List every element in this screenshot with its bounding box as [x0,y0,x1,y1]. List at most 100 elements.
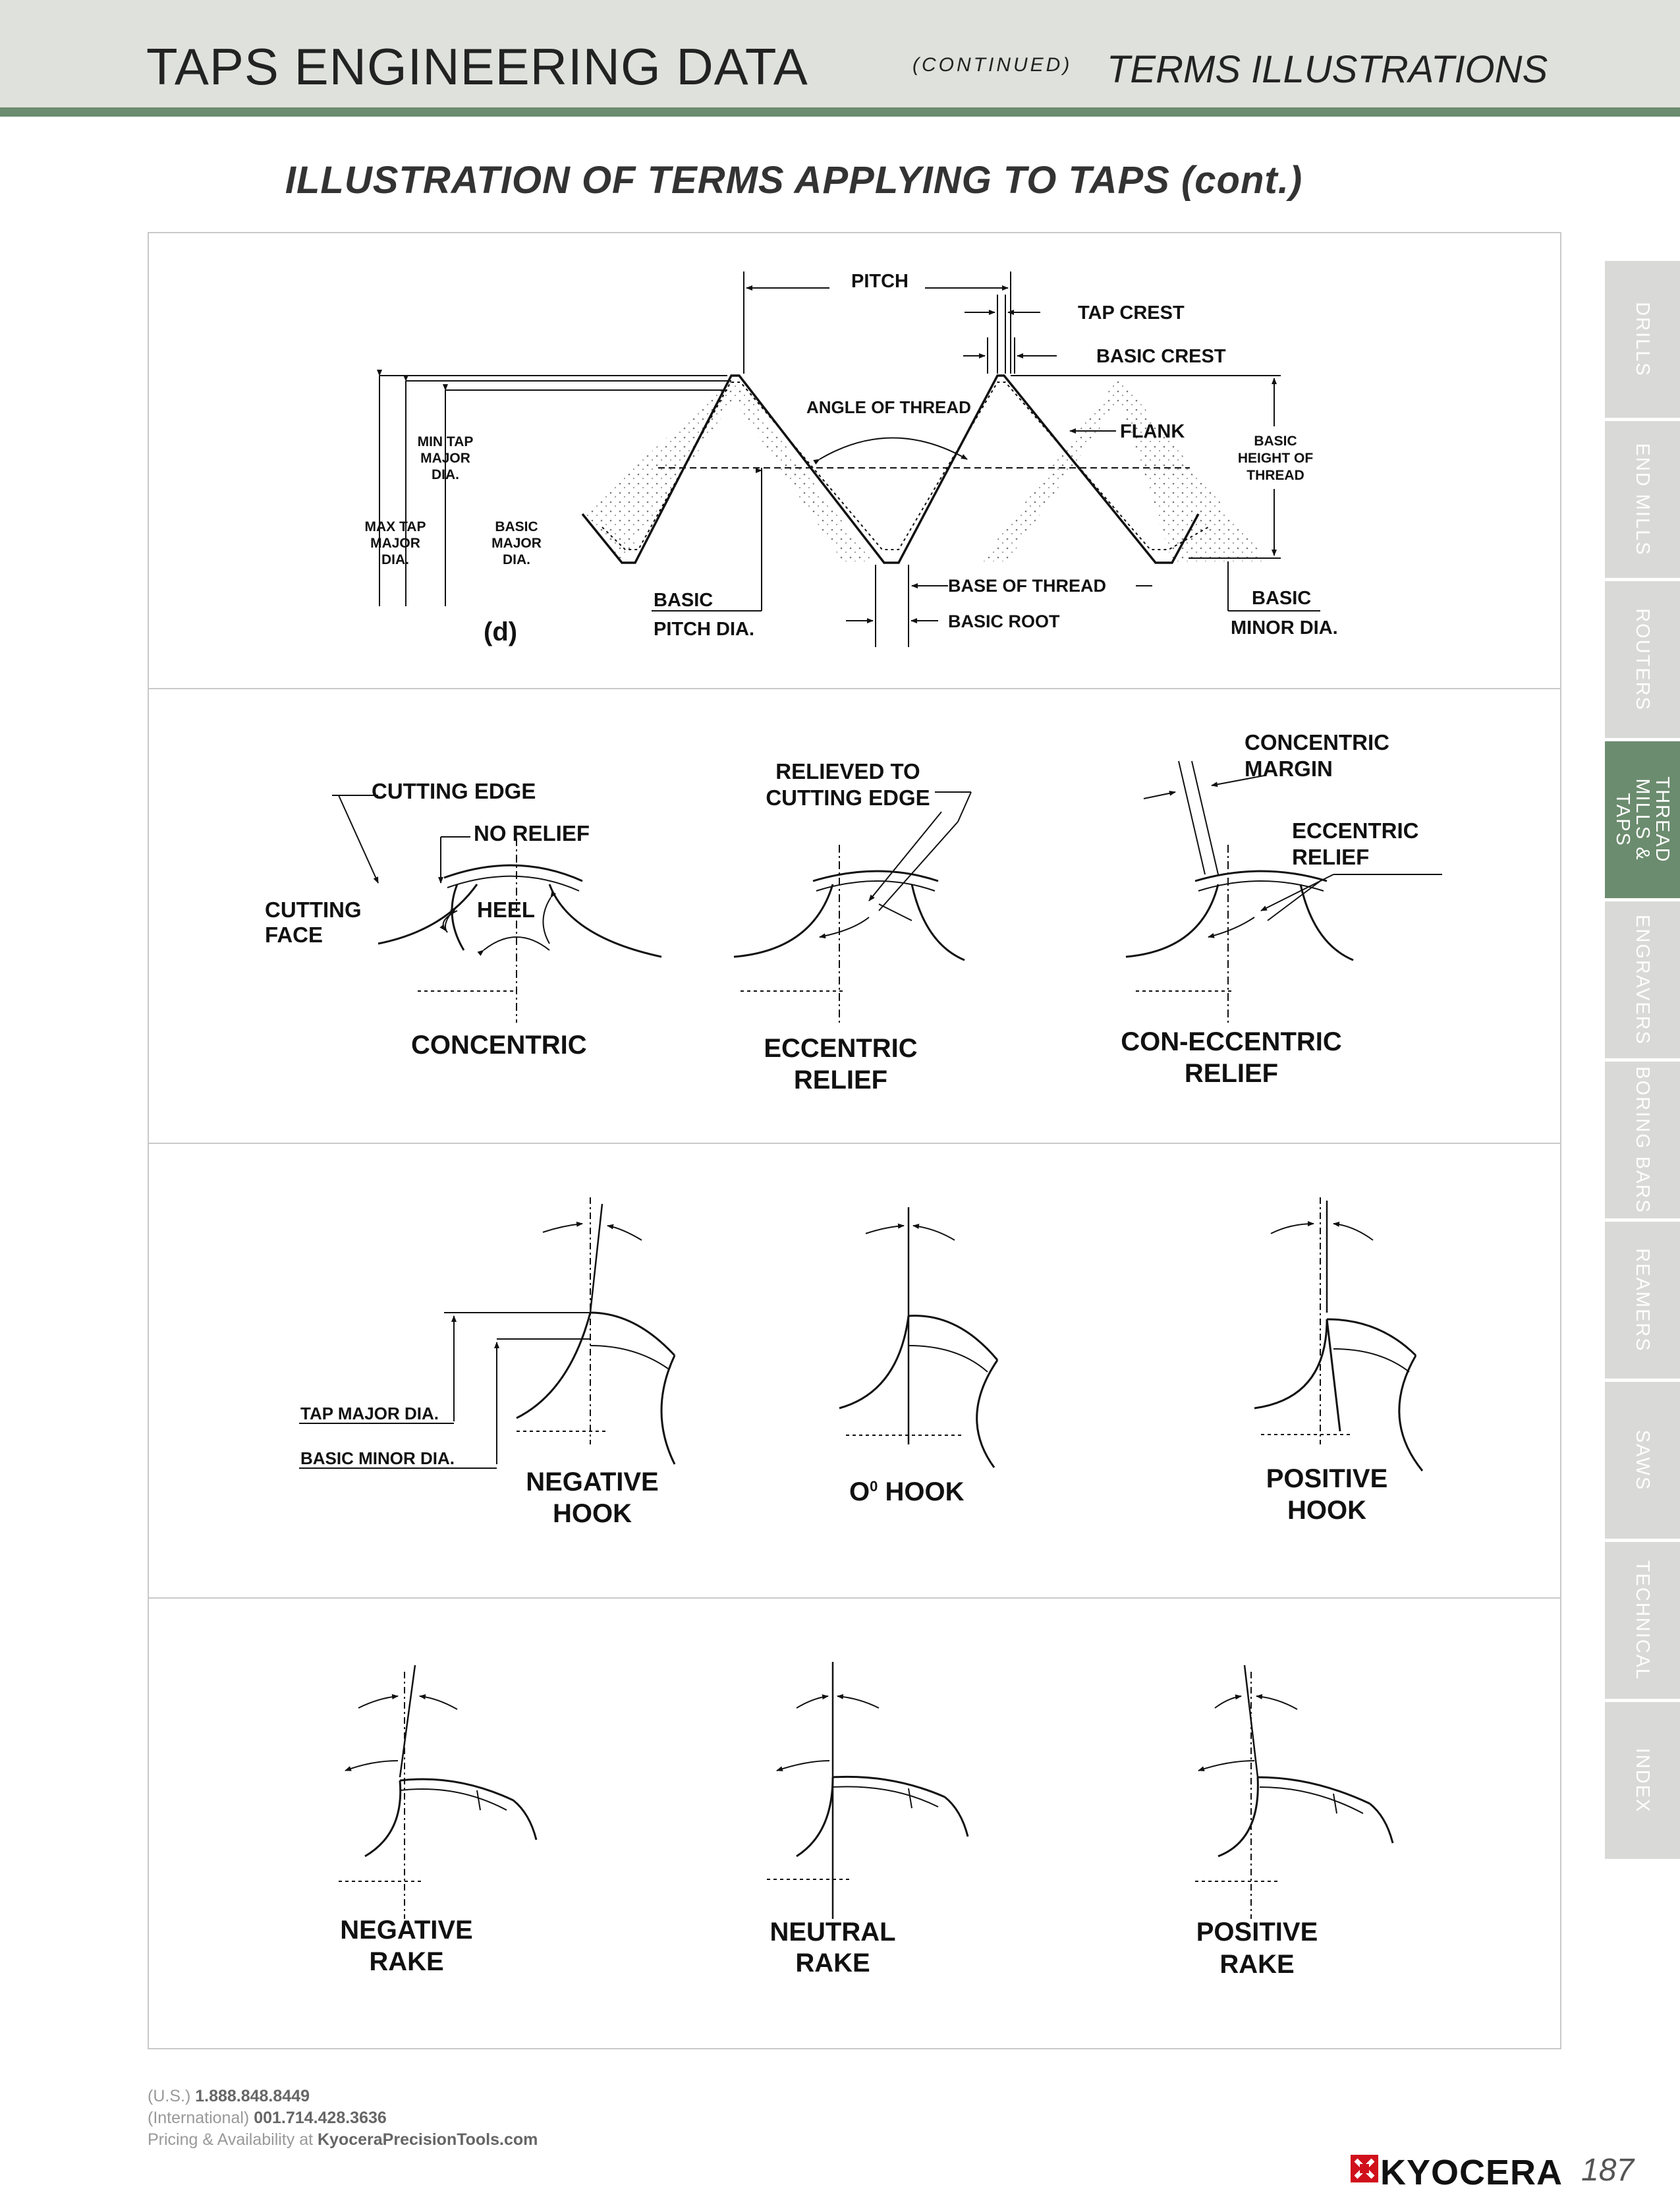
label-relieved-2: CUTTING EDGE [766,785,930,810]
website-link[interactable]: KyoceraPrecisionTools.com [318,2130,538,2149]
zero-hook-tooth [839,1207,999,1468]
footer-pricing-line: Pricing & Availability at KyoceraPrecisi… [148,2129,538,2151]
label-con-eccentric-1: CON-ECCENTRIC [1121,1027,1342,1056]
figure-label: (d) [484,617,517,646]
header-rule [0,107,1680,117]
concentric-tooth [332,795,662,1023]
label-basic-major-2: MAJOR [491,536,542,551]
side-tab-routers[interactable]: ROUTERS [1605,581,1680,738]
footer-pricing-prefix: Pricing & Availability at [148,2130,318,2149]
pane-divider [149,1143,1560,1144]
label-angle-of-thread: ANGLE OF THREAD [806,397,971,417]
intl-phone: 001.714.428.3636 [254,2109,387,2127]
neutral-rake-tooth [767,1662,969,1919]
side-tab-label: ENGRAVERS [1632,915,1653,1045]
relief-diagram-labels: CUTTING EDGE NO RELIEF CUTTING FACE HEEL… [265,730,1419,1095]
label-neutral-rake-1: NEUTRAL [770,1918,895,1947]
side-tab-label: END MILLS [1632,443,1653,556]
label-basic-pitch-2: PITCH DIA. [654,619,754,640]
label-heel: HEEL [477,897,535,922]
label-basic-pitch-1: BASIC [654,590,713,611]
side-tab-label: ROUTERS [1632,608,1653,711]
label-basic-root: BASIC ROOT [948,612,1060,631]
label-positive-rake-1: POSITIVE [1196,1918,1318,1947]
con-eccentric-tooth [1125,760,1442,1023]
label-cutting-edge: CUTTING EDGE [372,779,536,803]
rake-angle-diagram [339,1662,1394,1919]
us-phone: 1.888.848.8449 [195,2087,310,2105]
label-positive-rake-2: RAKE [1219,1950,1294,1979]
side-tab-label: DRILLS [1632,302,1653,377]
label-basic-minor-1: BASIC [1252,588,1311,609]
page-heading: ILLUSTRATION OF TERMS APPLYING TO TAPS (… [285,159,1303,202]
label-cutting-face-2: FACE [265,923,323,947]
side-tab-index[interactable]: INDEX [1605,1702,1680,1859]
label-eccentric-relief-2: RELIEF [794,1066,887,1095]
pane-divider [149,1597,1560,1599]
label-positive-hook-1: POSITIVE [1266,1464,1388,1493]
side-tab-thread-mills-taps[interactable]: THREAD MILLS & TAPS [1605,741,1680,898]
pane-divider [149,688,1560,689]
side-tab-end-mills[interactable]: END MILLS [1605,421,1680,578]
label-min-tap-3: DIA. [432,467,459,482]
footer-intl-line: (International) 001.714.428.3636 [148,2107,538,2129]
header-continued: (CONTINUED) [912,54,1073,76]
label-negative-rake-1: NEGATIVE [340,1916,473,1945]
label-flank: FLANK [1120,421,1185,442]
terms-illustration: PITCH TAP CREST BASIC CREST ANGLE OF THR… [148,232,1561,2053]
thread-profile [581,374,1200,564]
negative-hook-tooth [299,1197,676,1469]
label-pitch: PITCH [851,271,909,292]
label-ecc-relief-callout-1: ECCENTRIC [1292,818,1419,843]
label-zero-hook: O0 HOOK [849,1477,965,1506]
illustration-frame [148,232,1561,2049]
label-basic-minor-dia: BASIC MINOR DIA. [300,1448,455,1468]
side-tab-label: SAWS [1632,1429,1653,1491]
side-tab-label: INDEX [1632,1748,1653,1813]
label-ecc-relief-callout-2: RELIEF [1292,845,1369,869]
label-basic-height-3: THREAD [1246,468,1304,483]
label-max-tap-3: DIA. [381,552,409,567]
positive-rake-tooth [1195,1665,1394,1919]
side-tab-saws[interactable]: SAWS [1605,1382,1680,1539]
label-basic-major-1: BASIC [495,519,538,534]
label-min-tap-1: MIN TAP [418,434,474,449]
label-negative-hook-2: HOOK [553,1499,632,1528]
label-concentric-margin-2: MARGIN [1245,756,1333,781]
side-tab-technical[interactable]: TECHNICAL [1605,1542,1680,1699]
label-basic-height-1: BASIC [1254,434,1297,449]
label-basic-height-2: HEIGHT OF [1238,451,1314,466]
terms-illustration-svg: PITCH TAP CREST BASIC CREST ANGLE OF THR… [265,271,1442,1979]
label-tap-crest: TAP CREST [1078,302,1185,324]
label-concentric: CONCENTRIC [411,1031,587,1060]
label-max-tap-1: MAX TAP [365,519,426,534]
eccentric-tooth [733,791,972,1023]
label-negative-hook-1: NEGATIVE [526,1467,659,1496]
kyocera-logo-icon [1351,2155,1378,2182]
label-eccentric-relief-1: ECCENTRIC [764,1034,917,1063]
side-tab-engravers[interactable]: ENGRAVERS [1605,901,1680,1058]
brand-logo-text: KYOCERA [1380,2153,1563,2192]
header-title: TAPS ENGINEERING DATA [146,38,808,96]
side-tab-label: TECHNICAL [1632,1560,1653,1681]
label-basic-major-3: DIA. [503,552,530,567]
label-basic-crest: BASIC CREST [1096,346,1226,367]
side-tab-drills[interactable]: DRILLS [1605,261,1680,418]
label-min-tap-2: MAJOR [420,451,470,466]
label-positive-hook-2: HOOK [1287,1496,1366,1525]
footer-us-prefix: (U.S.) [148,2087,196,2105]
label-base-of-thread: BASE OF THREAD [948,576,1106,596]
page-number: 187 [1581,2153,1635,2188]
positive-hook-tooth [1254,1197,1424,1471]
thread-profile-diagram [377,271,1320,647]
label-tap-major-dia: TAP MAJOR DIA. [300,1404,439,1423]
side-tab-reamers[interactable]: REAMERS [1605,1222,1680,1379]
side-tab-label: REAMERS [1632,1248,1653,1352]
footer-us-line: (U.S.) 1.888.848.8449 [148,2086,538,2107]
side-tab-boring-bars[interactable]: BORING BARS [1605,1062,1680,1218]
footer-intl-prefix: (International) [148,2109,254,2127]
page-header: TAPS ENGINEERING DATA (CONTINUED) TERMS … [0,0,1680,107]
label-max-tap-2: MAJOR [370,536,420,551]
header-section-title: TERMS ILLUSTRATIONS [1107,48,1548,91]
tap-thread-profile [602,382,1209,550]
